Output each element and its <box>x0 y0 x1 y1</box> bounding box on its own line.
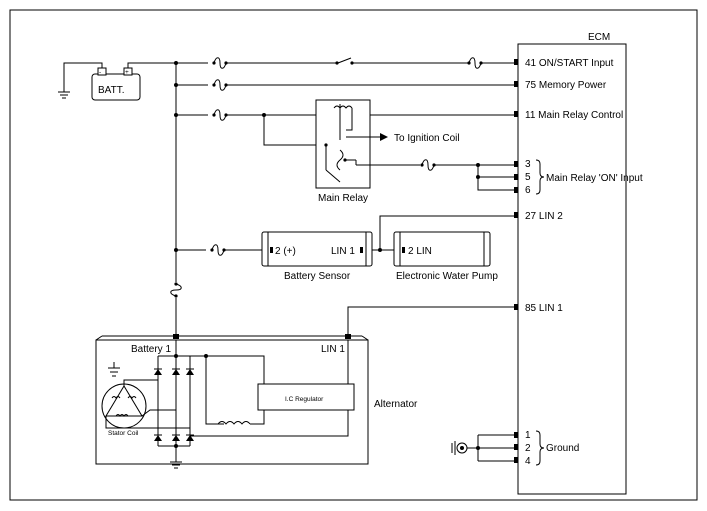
ground-label: Ground <box>546 443 579 454</box>
electronic-water-pump: 2 LIN Electronic Water Pump <box>393 231 498 282</box>
battery-sensor-pin-right: LIN 1 <box>331 246 355 257</box>
ecm-ground <box>451 434 514 462</box>
alternator: Battery 1 LIN 1 Alternator I.C Regulator… <box>95 334 418 469</box>
ecm-pin-1: 1 <box>525 430 531 441</box>
ecm-pin-4: 4 <box>525 456 531 467</box>
main-relay: To Ignition Coil Main Relay <box>315 99 460 204</box>
ecm-pin-5: 5 <box>525 172 531 183</box>
power-bus <box>170 61 182 336</box>
alternator-label: Alternator <box>374 399 418 410</box>
water-pump-pin: 2 LIN <box>408 246 432 257</box>
water-pump-label: Electronic Water Pump <box>396 271 498 282</box>
ecm-pin-6: 6 <box>525 185 531 196</box>
main-relay-on-input-label: Main Relay 'ON' Input <box>546 173 643 184</box>
alternator-battery-pin: Battery 1 <box>131 344 171 355</box>
wire-main-relay-on <box>356 159 514 191</box>
ecm-pin-3: 3 <box>525 159 531 170</box>
alternator-lin-pin: LIN 1 <box>321 344 345 355</box>
diagram-frame <box>9 9 698 501</box>
wire-lin1 <box>347 306 514 336</box>
ecm-pin-2: 2 <box>525 443 531 454</box>
ecm-title: ECM <box>588 32 610 43</box>
battery-label: BATT. <box>98 85 124 96</box>
main-relay-label: Main Relay <box>318 193 368 204</box>
svg-text:+: + <box>125 69 129 76</box>
ecm-pin-27: 27 LIN 2 <box>525 211 563 222</box>
battery: - + BATT. <box>58 62 176 101</box>
wire-on-start <box>176 57 514 69</box>
battery-sensor-pin-left: 2 (+) <box>275 246 296 257</box>
stator-coil-label: Stator Coil <box>108 430 139 437</box>
battery-sensor: 2 (+) LIN 1 Battery Sensor <box>176 215 514 282</box>
battery-sensor-label: Battery Sensor <box>284 271 351 282</box>
wire-memory-power <box>176 79 514 91</box>
ecm-pin-41: 41 ON/START Input <box>525 58 614 69</box>
ecm-pin-11: 11 Main Relay Control <box>525 110 623 121</box>
ecm-pin-75: 75 Memory Power <box>525 80 607 91</box>
svg-text:-: - <box>99 69 101 76</box>
ecm-pin-85: 85 LIN 1 <box>525 303 563 314</box>
to-ignition-coil-label: To Ignition Coil <box>394 133 460 144</box>
ecm-module: ECM 41 ON/START Input 75 Memory Power 11… <box>514 32 643 495</box>
ic-regulator-label: I.C Regulator <box>285 396 324 403</box>
